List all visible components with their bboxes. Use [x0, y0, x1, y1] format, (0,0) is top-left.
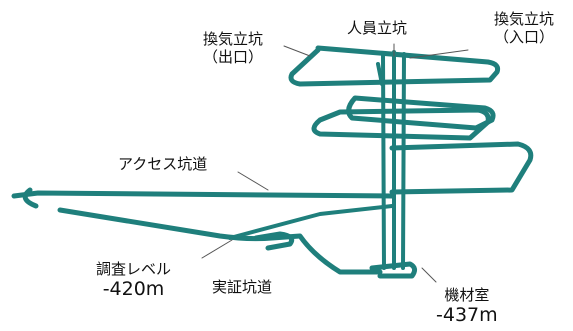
access-tunnel	[11, 190, 395, 199]
equipment-room-tunnel	[369, 261, 418, 279]
pointer-exhaust-exit	[283, 45, 311, 57]
exhaust-shaft-exit	[381, 53, 386, 270]
exhaust-shaft-entrance	[401, 52, 406, 270]
access-tunnel-end-loop	[22, 187, 39, 209]
pointer-equipment	[421, 267, 437, 283]
pointer-exhaust-entrance	[409, 49, 469, 59]
pointer-survey-level	[201, 239, 233, 259]
lower-right-loop	[389, 141, 534, 195]
lower-connector	[228, 204, 394, 240]
label-access-tunnel: アクセス坑道	[118, 155, 208, 173]
label-demonstration-tunnel: 実証坑道	[212, 278, 273, 296]
third-level-loop	[311, 107, 491, 141]
label-survey-level: 調査レベル -420m	[96, 260, 172, 300]
pointer-access	[237, 171, 269, 191]
demonstration-tunnel	[253, 231, 295, 251]
label-exhaust-shaft-exit: 換気立坑 （出口）	[203, 30, 264, 66]
label-personnel-shaft: 人員立坑	[347, 19, 408, 37]
label-exhaust-shaft-entrance: 換気立坑 （入口）	[494, 10, 555, 46]
label-equipment-room: 機材室 -437m	[436, 286, 498, 326]
upper-level-loop	[288, 45, 501, 87]
